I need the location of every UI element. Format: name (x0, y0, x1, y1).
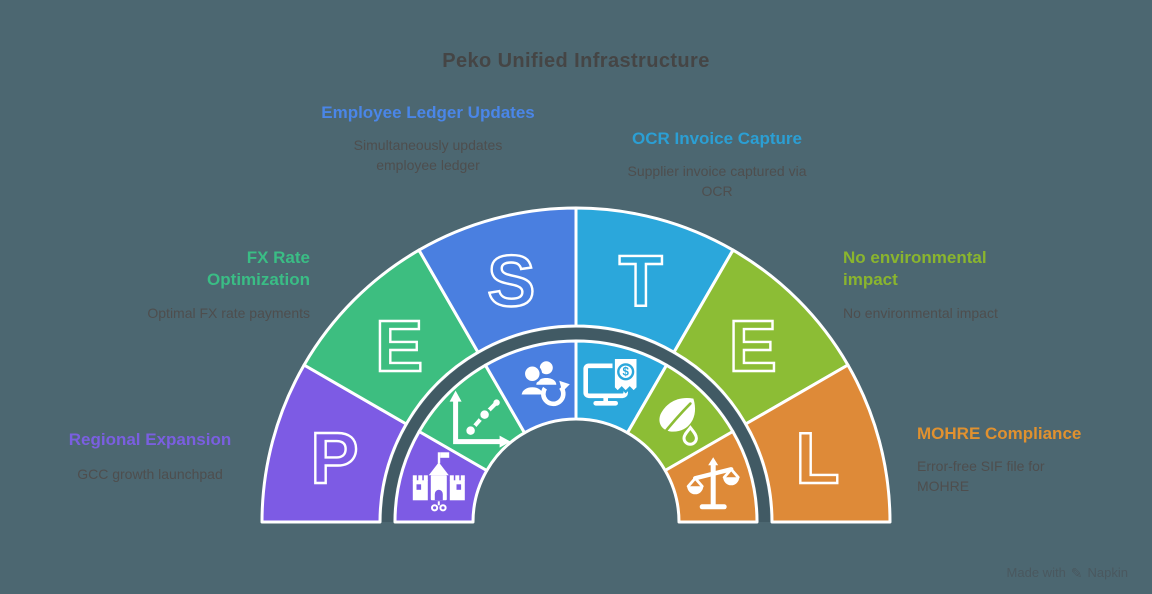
label-ocr-invoice: OCR Invoice Capture Supplier invoice cap… (592, 128, 842, 202)
letter-e2: E (729, 307, 777, 387)
monitor-invoice-icon: $ (583, 356, 639, 406)
made-with-napkin-credit: Made with ✎ Napkin (1007, 565, 1128, 580)
users-sync-icon (519, 361, 570, 407)
pen-icon: ✎ (1070, 564, 1083, 581)
label-environmental: No environmental impact No environmental… (843, 247, 1083, 324)
page-title: Peko Unified Infrastructure (442, 50, 710, 72)
label-ocr-invoice-title: OCR Invoice Capture (631, 129, 803, 148)
label-fx-rate: FX Rate Optimization Optimal FX rate pay… (0, 247, 310, 324)
label-mohre-compliance-description: Error-free SIF file for MOHRE (917, 458, 1045, 495)
label-employee-ledger-description: Simultaneously updates employee ledger (353, 137, 503, 174)
label-fx-rate-title: FX Rate Optimization (207, 248, 310, 290)
label-mohre-compliance-title: MOHRE Compliance (917, 424, 1082, 443)
segment-legal (744, 363, 892, 524)
label-employee-ledger-title: Employee Ledger Updates (321, 103, 535, 122)
letter-e1: E (375, 307, 423, 387)
government-building-icon (412, 452, 465, 512)
leaf-icon (659, 397, 698, 446)
letter-l: L (796, 419, 840, 499)
label-environmental-description: No environmental impact (843, 304, 998, 321)
label-regional-expansion: Regional Expansion GCC growth launchpad (30, 429, 270, 485)
label-environmental-title: No environmental impact (843, 248, 987, 290)
letter-s: S (487, 242, 535, 322)
label-ocr-invoice-description: Supplier invoice captured via OCR (627, 163, 807, 200)
letter-t: T (619, 242, 663, 322)
dollar-sign: $ (622, 366, 629, 378)
label-employee-ledger: Employee Ledger Updates Simultaneously u… (313, 102, 543, 176)
growth-chart-icon (449, 390, 511, 448)
label-mohre-compliance: MOHRE Compliance Error-free SIF file for… (917, 423, 1147, 497)
credit-brand: Napkin (1087, 565, 1128, 580)
ring-separator-arc (382, 328, 770, 523)
scales-icon (686, 457, 740, 510)
credit-prefix: Made with (1006, 565, 1066, 580)
label-regional-expansion-title: Regional Expansion (68, 430, 232, 449)
label-fx-rate-description: Optimal FX rate payments (147, 304, 310, 321)
letter-p: P (310, 419, 358, 499)
label-regional-expansion-description: GCC growth launchpad (77, 466, 223, 483)
